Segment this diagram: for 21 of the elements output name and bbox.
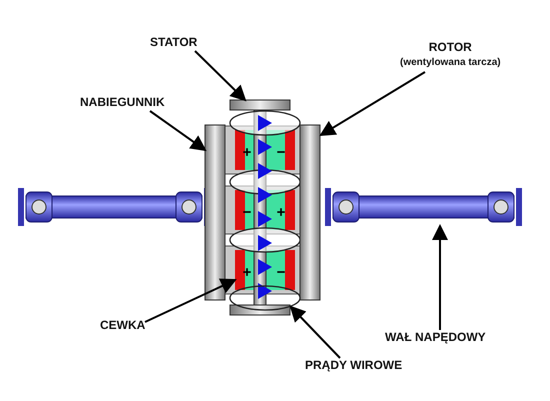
- part-label: PRĄDY WIROWE: [305, 358, 402, 373]
- leader-line: [144, 278, 237, 323]
- stator-column-drawing: [230, 100, 290, 110]
- eddy-current-loop: [229, 285, 301, 311]
- leader-line: [194, 50, 246, 102]
- leader-line: [149, 110, 207, 152]
- part-label: CEWKA: [100, 318, 146, 333]
- part-label: NABIEGUNNIK: [80, 95, 165, 110]
- polarity-sign: +: [276, 204, 286, 221]
- polarity-sign: −: [276, 144, 286, 161]
- leader-line: [290, 306, 341, 359]
- part-label: WAŁ NAPĘDOWY: [385, 330, 486, 345]
- part-label: ROTOR: [428, 40, 473, 55]
- part-label: (wentylowana tarcza): [400, 56, 501, 70]
- polarity-sign: −: [276, 264, 286, 281]
- drive-shaft-drawing: [325, 188, 522, 226]
- leader-line: [432, 224, 448, 330]
- pole-piece: [204, 124, 226, 300]
- coil-winding: [235, 250, 245, 290]
- leader-line: [319, 71, 426, 136]
- part-label: STATOR: [150, 35, 198, 50]
